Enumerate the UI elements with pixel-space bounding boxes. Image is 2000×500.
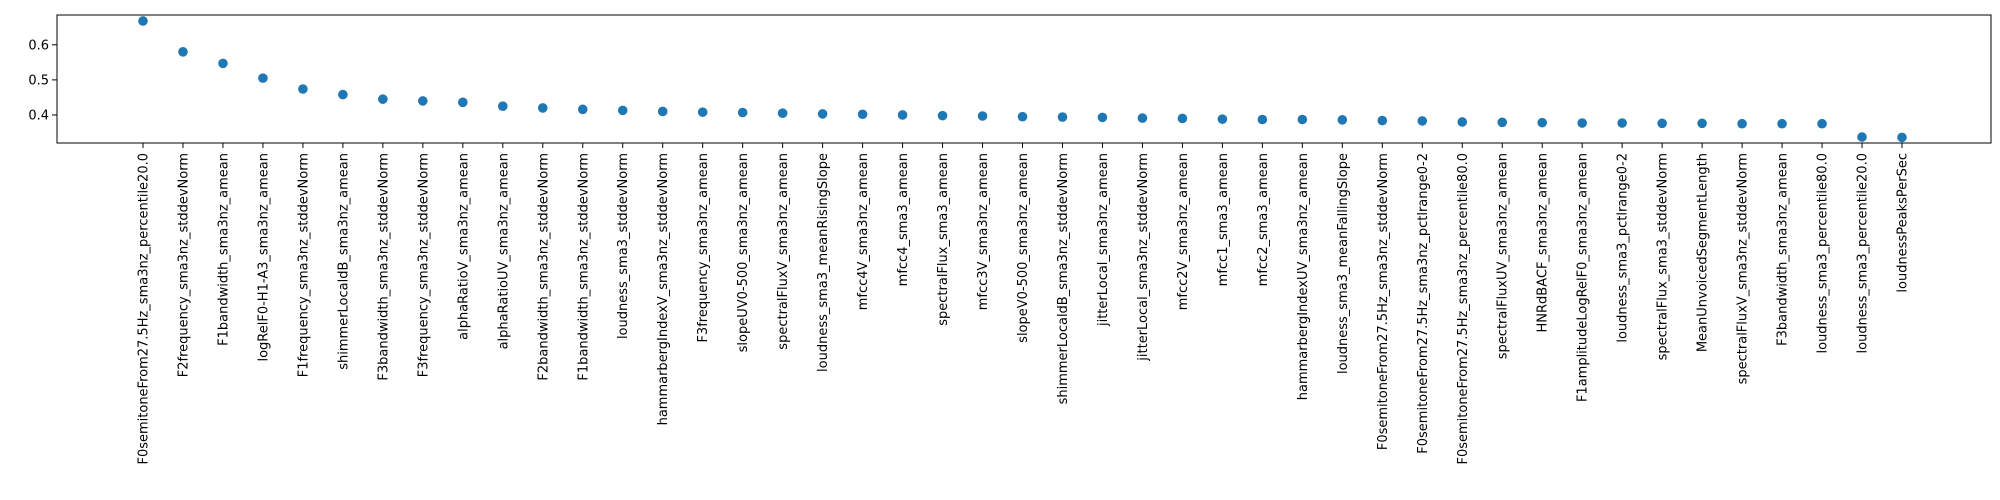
data-point: [418, 96, 428, 106]
data-point: [1577, 118, 1587, 128]
x-tick-label: alphaRatioV_sma3nz_amean: [456, 153, 471, 340]
data-point: [537, 103, 548, 113]
data-point: [737, 107, 748, 118]
data-point: [1337, 115, 1348, 125]
x-tick-label: mfcc2V_sma3nz_amean: [1176, 153, 1191, 310]
data-point: [1777, 118, 1787, 129]
data-point: [897, 110, 908, 120]
x-tick-label: HNRdBACF_sma3nz_amean: [1536, 153, 1551, 333]
x-tick-label: F1frequency_sma3nz_stddevNorm: [296, 153, 311, 377]
x-tick-label: F1amplitudeLogRelF0_sma3nz_amean: [1576, 153, 1591, 402]
x-axis: F0semitoneFrom27.5Hz_sma3nz_percentile20…: [137, 143, 1911, 465]
y-tick-label: 0.5: [28, 73, 49, 88]
x-tick-label: MeanUnvoicedSegmentLength: [1696, 153, 1711, 352]
x-tick-label: jitterLocal_sma3nz_stddevNorm: [1136, 153, 1151, 362]
x-tick-label: F1bandwidth_sma3nz_amean: [216, 153, 231, 346]
data-point: [617, 105, 628, 116]
x-tick-label: mfcc3V_sma3nz_amean: [976, 153, 991, 310]
x-tick-label: loudness_sma3_meanFallingSlope: [1336, 153, 1351, 374]
x-tick-label: F0semitoneFrom27.5Hz_sma3nz_stddevNorm: [1376, 153, 1391, 450]
x-tick-label: loudnessPeaksPerSec: [1896, 153, 1911, 293]
data-point: [1497, 117, 1508, 128]
x-tick-label: jitterLocal_sma3nz_amean: [1096, 153, 1111, 327]
x-tick-label: F2frequency_sma3nz_stddevNorm: [176, 153, 191, 377]
data-point: [857, 109, 868, 120]
data-point: [1817, 118, 1827, 129]
x-tick-label: hammarbergIndexUV_sma3nz_amean: [1296, 153, 1311, 400]
x-tick-label: loudness_sma3_percentile20.0: [1856, 153, 1871, 353]
y-tick-label: 0.6: [28, 38, 49, 53]
data-point: [1257, 114, 1268, 125]
data-points: [138, 16, 1907, 143]
data-point: [1697, 118, 1707, 129]
x-tick-label: F3bandwidth_sma3nz_amean: [1776, 153, 1791, 346]
data-point: [1137, 113, 1148, 123]
x-tick-label: shimmerLocaldB_sma3nz_amean: [336, 153, 351, 370]
data-point: [178, 47, 188, 57]
x-tick-label: F3frequency_sma3nz_stddevNorm: [416, 153, 431, 377]
x-tick-label: F3frequency_sma3nz_amean: [696, 153, 711, 343]
x-tick-label: spectralFluxV_sma3nz_amean: [776, 153, 791, 350]
data-point: [1457, 117, 1468, 127]
data-point: [937, 110, 948, 121]
data-point: [1737, 118, 1747, 129]
x-tick-label: spectralFluxV_sma3nz_stddevNorm: [1736, 153, 1751, 384]
x-tick-label: F0semitoneFrom27.5Hz_sma3nz_percentile80…: [1456, 153, 1471, 465]
data-point: [218, 58, 228, 69]
x-tick-label: hammarbergIndexV_sma3nz_stddevNorm: [656, 153, 671, 425]
y-axis: 0.4 0.5 0.6: [28, 38, 57, 123]
data-point: [338, 89, 348, 100]
data-point: [1657, 118, 1667, 129]
data-point: [378, 94, 388, 104]
data-point: [298, 84, 308, 94]
x-tick-label: slopeV0-500_sma3nz_amean: [1016, 153, 1031, 343]
data-point: [1057, 112, 1068, 122]
plot-frame: [56, 14, 1992, 144]
data-point: [1537, 117, 1548, 128]
data-point: [1217, 114, 1228, 124]
data-point: [1857, 132, 1867, 142]
data-point: [697, 107, 708, 117]
data-point: [1417, 116, 1428, 126]
data-point: [458, 97, 468, 108]
x-tick-label: loudness_sma3_meanRisingSlope: [816, 153, 831, 372]
data-point: [1377, 115, 1388, 126]
x-tick-label: mfcc4_sma3_amean: [896, 153, 911, 286]
x-tick-label: spectralFlux_sma3_amean: [936, 153, 951, 326]
x-tick-label: spectralFluxUV_sma3nz_amean: [1496, 153, 1511, 359]
x-tick-label: loudness_sma3_stddevNorm: [616, 153, 631, 339]
x-tick-label: F3bandwidth_sma3nz_stddevNorm: [376, 153, 391, 381]
data-point: [1017, 111, 1028, 122]
plot-area: [57, 15, 1991, 143]
x-tick-label: mfcc2_sma3_amean: [1256, 153, 1271, 286]
x-tick-label: F2bandwidth_sma3nz_stddevNorm: [536, 153, 551, 381]
data-point: [1617, 118, 1627, 128]
data-point: [1297, 114, 1308, 125]
x-tick-label: loudness_sma3_pctlrange0-2: [1616, 153, 1631, 343]
x-tick-label: mfcc4V_sma3nz_amean: [856, 153, 871, 310]
x-tick-label: loudness_sma3_percentile80.0: [1816, 153, 1831, 353]
data-point: [817, 109, 828, 119]
x-tick-label: F0semitoneFrom27.5Hz_sma3nz_percentile20…: [137, 153, 152, 465]
x-tick-label: F0semitoneFrom27.5Hz_sma3nz_pctlrange0-2: [1416, 153, 1431, 454]
x-tick-label: mfcc1_sma3_amean: [1216, 153, 1231, 286]
x-tick-label: slopeUV0-500_sma3nz_amean: [736, 153, 751, 352]
data-point: [577, 104, 588, 115]
y-tick-label: 0.4: [28, 108, 49, 123]
x-tick-label: spectralFlux_sma3_stddevNorm: [1656, 153, 1671, 360]
x-tick-label: shimmerLocaldB_sma3nz_stddevNorm: [1056, 153, 1071, 404]
data-point: [977, 111, 988, 121]
data-point: [138, 16, 148, 26]
x-tick-label: F1bandwidth_sma3nz_stddevNorm: [576, 153, 591, 381]
data-point: [1177, 113, 1188, 124]
data-point: [497, 101, 508, 111]
data-point: [657, 106, 668, 117]
data-point: [1897, 132, 1907, 143]
data-point: [258, 73, 268, 83]
data-point: [777, 108, 788, 118]
x-tick-label: alphaRatioUV_sma3nz_amean: [496, 153, 511, 349]
x-tick-label: logRelF0-H1-A3_sma3nz_amean: [256, 153, 271, 362]
data-point: [1097, 112, 1108, 123]
